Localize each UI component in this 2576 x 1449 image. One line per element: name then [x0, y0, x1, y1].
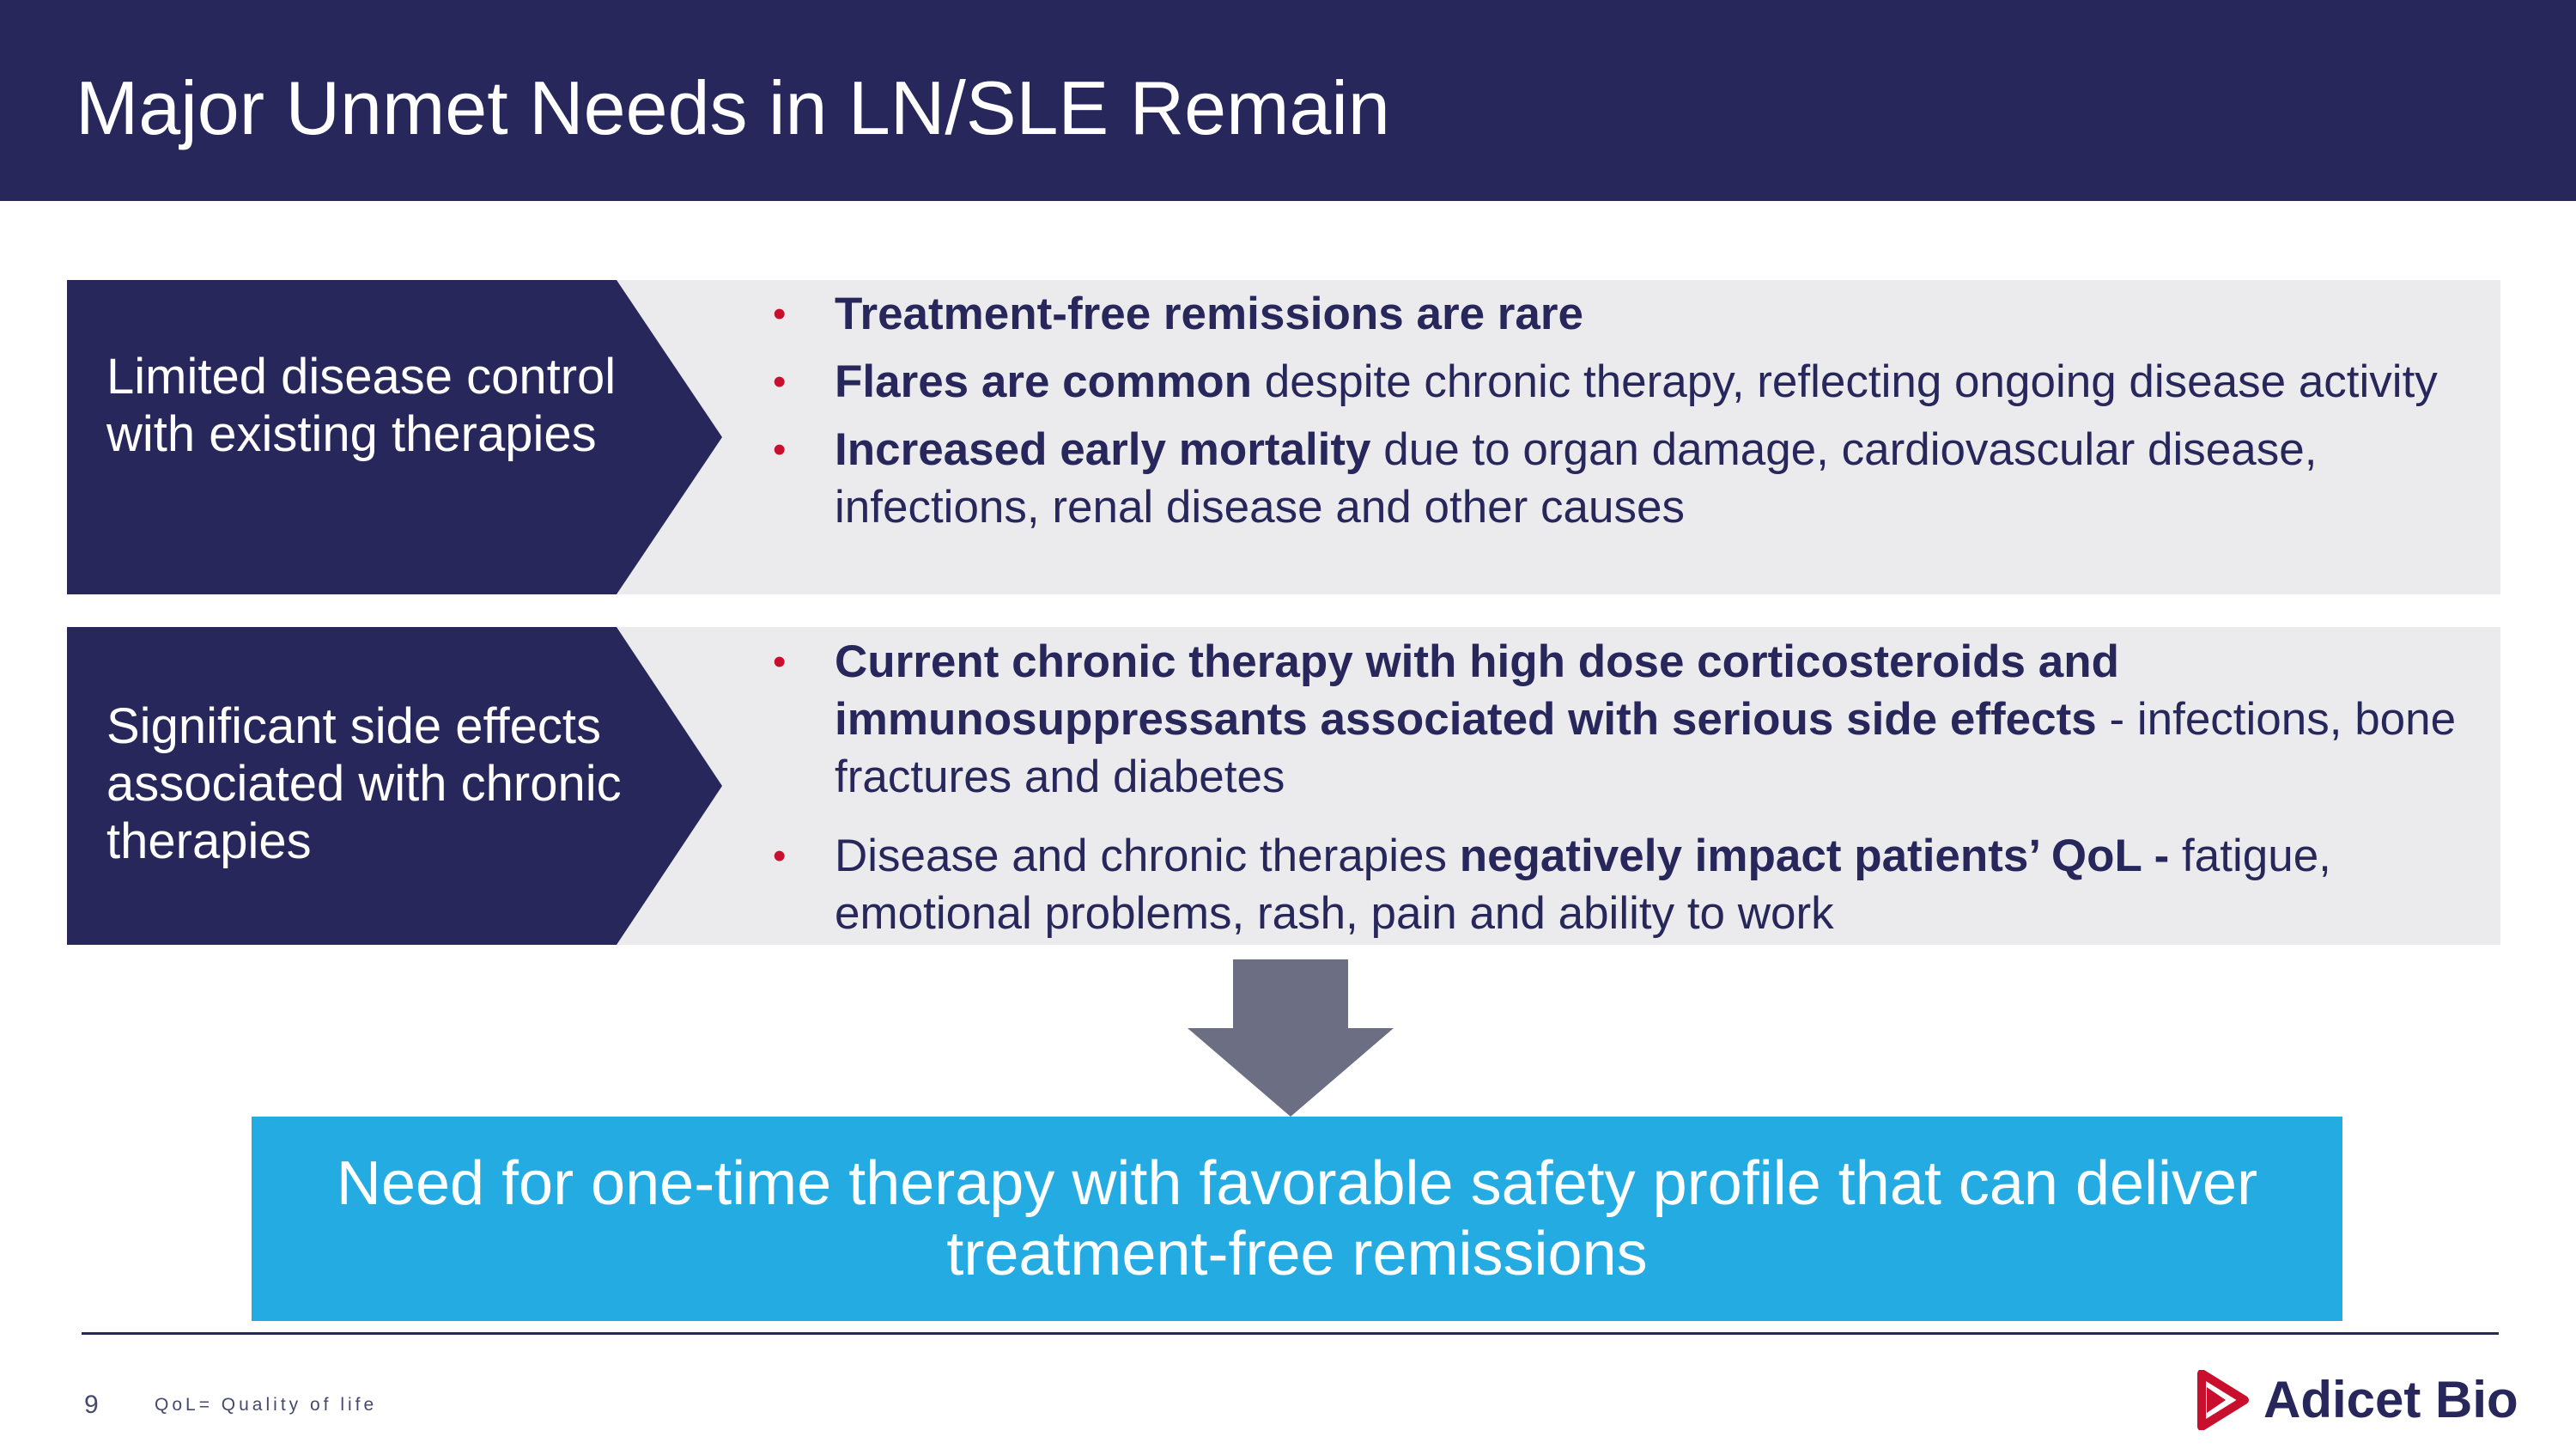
- bullet-icon: •: [773, 293, 787, 335]
- list-item: • Current chronic therapy with high dose…: [773, 633, 2490, 806]
- list-item: • Disease and chronic therapies negative…: [773, 827, 2490, 942]
- title-bar: Major Unmet Needs in LN/SLE Remain: [0, 0, 2576, 201]
- footnote: QoL= Quality of life: [155, 1395, 378, 1415]
- bullet-icon: •: [773, 835, 787, 877]
- row-1-background: [601, 280, 2500, 594]
- row-1-bullets: • Treatment-free remissions are rare • F…: [773, 285, 2490, 536]
- row-1-label: Limited disease control with existing th…: [106, 349, 617, 462]
- list-item: • Increased early mortality due to organ…: [773, 421, 2490, 536]
- down-arrow-icon: [1188, 959, 1394, 1117]
- slide-title: Major Unmet Needs in LN/SLE Remain: [76, 65, 1390, 150]
- page-number: 9: [84, 1391, 99, 1419]
- row-2-chevron: [67, 627, 722, 945]
- row-2-label: Significant side effects associated with…: [106, 698, 622, 869]
- footer-divider: [82, 1332, 2499, 1335]
- logo-text: Adicet Bio: [2263, 1371, 2518, 1428]
- row-1-chevron: [67, 280, 722, 594]
- logo-mark-icon: [2197, 1370, 2249, 1430]
- company-logo: Adicet Bio: [2195, 1366, 2518, 1434]
- list-item: • Treatment-free remissions are rare: [773, 285, 2490, 343]
- row-2-background: [601, 627, 2500, 945]
- conclusion-box: Need for one-time therapy with favorable…: [252, 1117, 2342, 1321]
- row-2-bullets: • Current chronic therapy with high dose…: [773, 633, 2490, 942]
- bullet-icon: •: [773, 361, 787, 403]
- list-item: • Flares are common despite chronic ther…: [773, 353, 2490, 411]
- bullet-icon: •: [773, 429, 787, 471]
- conclusion-text: Need for one-time therapy with favorable…: [336, 1149, 2258, 1288]
- bullet-icon: •: [773, 641, 787, 683]
